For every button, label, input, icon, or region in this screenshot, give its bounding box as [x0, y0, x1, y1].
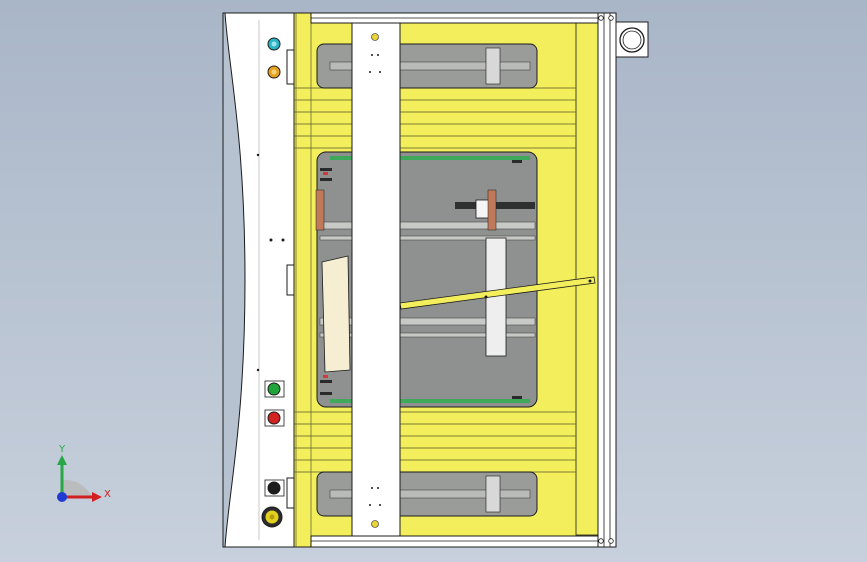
right-profile-column: [597, 12, 617, 548]
bottom-profile-strip: [310, 535, 599, 548]
cyan-indicator-light[interactable]: [267, 37, 281, 51]
top-window[interactable]: [316, 43, 538, 89]
gantry-beam[interactable]: [351, 22, 401, 537]
control-panel: [222, 12, 295, 548]
black-indicator-light[interactable]: [264, 479, 285, 497]
emergency-stop-button[interactable]: [261, 506, 283, 528]
z-axis-dot: [57, 492, 67, 502]
y-axis-label: Y: [58, 444, 66, 455]
green-indicator-light[interactable]: [264, 380, 285, 398]
diagonal-strip: [399, 276, 596, 310]
bottom-window[interactable]: [316, 471, 538, 517]
red-indicator-light[interactable]: [264, 409, 285, 427]
orange-indicator-light[interactable]: [267, 65, 281, 79]
axis-triad: [57, 455, 102, 502]
x-axis-label: X: [104, 489, 111, 500]
top-profile-strip: [310, 12, 599, 24]
center-window[interactable]: [315, 151, 538, 408]
circle-fixture-icon[interactable]: [615, 21, 649, 58]
